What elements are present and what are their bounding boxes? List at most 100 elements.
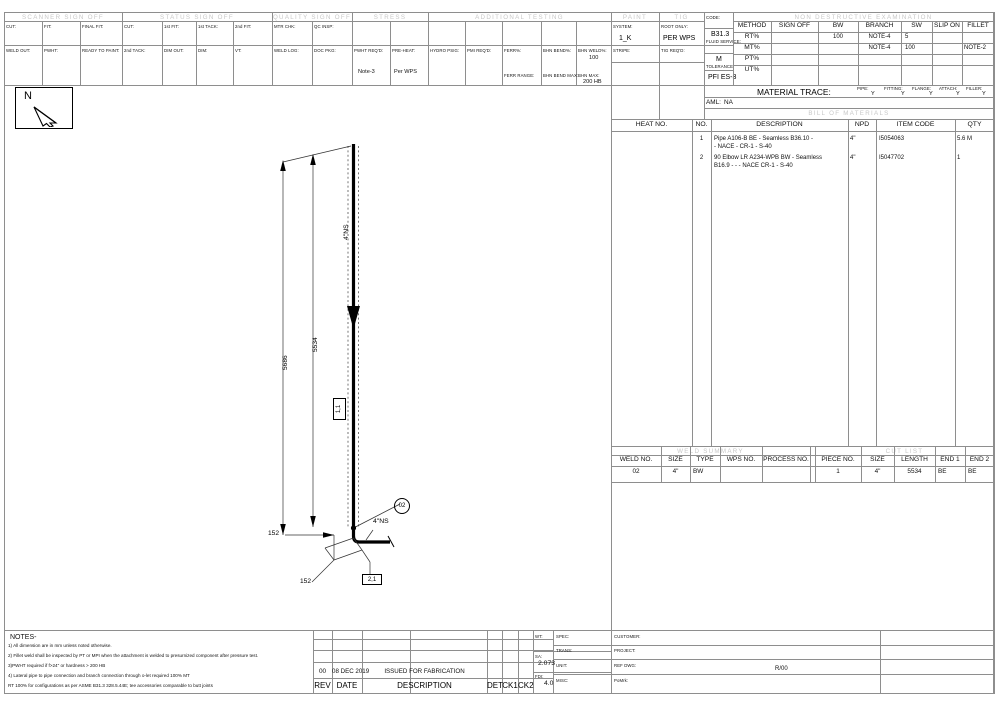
bom-col-qty: QTY	[967, 121, 982, 128]
field-label-pwht: PWHT:	[44, 48, 58, 53]
elbow-tag: 2,1	[362, 574, 382, 585]
field-label-cut-status: CUT:	[124, 24, 134, 29]
mt-value-flange: Y	[929, 91, 933, 97]
cl-col-end1: END 1	[940, 456, 960, 463]
aml-label: AML:	[706, 99, 721, 106]
field-value-pwht-reqd: Note-3	[358, 69, 375, 75]
field-label-stripe: STRIPE:	[613, 48, 631, 53]
field-label-ready-to-paint: READY TO PAINT:	[82, 48, 120, 53]
field-label-root-only: ROOT ONLY:	[661, 24, 688, 29]
rev-col-ck2: CK2	[518, 681, 534, 690]
mt-value-filler: Y	[982, 91, 986, 97]
bom-col-item-code: ITEM CODE	[896, 121, 935, 128]
bom-col-npd: NPD	[854, 121, 870, 128]
ws-col-wps-no: WPS NO.	[726, 456, 756, 463]
note-line-5: RT 100% for configurations as per ASME B…	[8, 683, 213, 688]
cl-cell-length: 5534	[907, 468, 922, 475]
isometric-drawing-area: 5686 5534 4"NS 1,1 152 152 4"NS 2,1 02	[230, 130, 490, 610]
ws-col-process-no: PROCESS NO.	[763, 456, 809, 463]
nde-row-branch-mt: NOTE-4	[868, 45, 891, 51]
field-label-pmi-reqd: PMI REQ'D:	[467, 48, 492, 53]
field-label-1st-fit: 1st FIT:	[164, 24, 179, 29]
field-value-system: 1_K	[619, 35, 632, 42]
dim-cut-length: 5534	[312, 337, 319, 352]
field-label-2nd-tack: 2nd TACK:	[124, 48, 146, 53]
notes-title: NOTES-	[10, 634, 37, 641]
mt-value-fitting: Y	[901, 91, 905, 97]
rev-col-det: DET	[487, 681, 503, 690]
nde-col-signoff: SIGN OFF	[778, 22, 811, 29]
field-label-1st-tack: 1st TACK:	[198, 24, 219, 29]
field-label-cut-scanner: CUT:	[6, 24, 16, 29]
field-label-final-fit: FINAL FIT:	[82, 24, 104, 29]
nde-row-method-pt: PT%	[744, 55, 760, 62]
rev-cell-date: 08 DEC 2019	[332, 668, 370, 675]
piece-tag-box: 1,1	[333, 398, 346, 420]
nde-col-method: METHOD	[737, 22, 767, 29]
field-label-bhn-weld-pct: BHN WELD%:	[578, 48, 607, 53]
bom-cell-description-l2: B16.9 - - - NACE CR-1 - S-40	[714, 163, 793, 169]
cut-list-title: CUT LIST	[885, 448, 924, 455]
mt-label-pipe: PIPE:	[857, 86, 869, 91]
unit-label: UNIT:	[556, 663, 568, 668]
field-value-root-only: PER WPS	[663, 35, 696, 42]
rev-col-ck1: CK1	[502, 681, 518, 690]
bom-cell-item-code: I5054063	[879, 136, 905, 142]
dim-offset-left: 152	[268, 530, 280, 537]
bom-title: BILL OF MATERIALS	[808, 110, 890, 117]
nde-row-branch-rt: NOTE-4	[868, 34, 891, 40]
fdi-value: 4.0	[544, 680, 554, 687]
field-value-pre-heat: Per WPS	[394, 69, 418, 75]
field-label-tig-reqd: TIG REQ'D:	[661, 48, 685, 53]
weld-summary-title: WELD SUMMARY	[677, 448, 744, 455]
ws-cell-size: 4"	[672, 468, 679, 475]
bom-col-description: DESCRIPTION	[756, 121, 803, 128]
bom-cell-description-l1: 90 Elbow LR A234-WPB BW - Seamless	[714, 155, 823, 161]
sa-label: SA:	[535, 654, 543, 659]
section-title-stress: STRESS	[373, 14, 407, 21]
sa-value: 2.073	[538, 660, 556, 667]
note-line-4: 4) Lateral pipe to pipe connection and b…	[8, 673, 190, 678]
nde-row-method-ut: UT%	[744, 66, 760, 73]
pomk-label: PoMrk:	[614, 678, 629, 683]
rev-col-date: DATE	[336, 681, 358, 690]
bom-cell-qty: 1	[957, 155, 961, 161]
mt-label-attach: ATTACH:	[939, 86, 958, 91]
north-letter: N	[24, 90, 32, 102]
mt-label-fitting: FITTING:	[884, 86, 903, 91]
nde-col-branch: BRANCH	[865, 22, 894, 29]
weld-balloon: 02	[394, 498, 410, 514]
aml-value: NA	[724, 99, 733, 106]
customer-label: CUSTOMER:	[614, 634, 641, 639]
field-label-dim: DIM:	[198, 48, 208, 53]
fdi-label: FDI:	[535, 674, 544, 679]
bom-cell-item-code: I5047702	[879, 155, 905, 161]
mt-label-flange: FLANGE:	[912, 86, 932, 91]
bom-cell-npd: 4"	[850, 155, 856, 161]
section-title-tig: TIG	[674, 14, 689, 21]
field-label-hydro-psig: HYDRO PSIG:	[430, 48, 460, 53]
field-label-ferr-pct: FERR%:	[504, 48, 522, 53]
field-label-code: CODE:	[706, 15, 721, 20]
bom-cell-no: 2	[699, 155, 704, 161]
note-line-2: 2) Fillet weld shall be inspected by PT …	[8, 653, 259, 658]
field-label-doc-pkg: DOC PKG:	[314, 48, 336, 53]
bom-cell-qty: 5.6 M	[957, 136, 973, 142]
cl-col-end2: END 2	[969, 456, 990, 463]
field-label-fit: FIT:	[44, 24, 52, 29]
nde-row-method-rt: RT%	[744, 33, 760, 40]
cl-cell-piece-no: 1	[836, 468, 840, 475]
cl-col-piece-no: PIECE NO.	[821, 456, 855, 463]
field-value-tolerance: PFI ES-3	[708, 74, 737, 81]
north-arrow-icon	[33, 106, 58, 127]
ws-cell-type: BW	[693, 468, 704, 475]
bom-col-heat-no: HEAT NO.	[635, 121, 668, 128]
bom-cell-npd: 4"	[850, 136, 856, 142]
trans-label: TRANS:	[556, 648, 573, 653]
rev-cell-description: ISSUED FOR FABRICATION	[384, 668, 465, 675]
piece-tag-label: 1,1	[336, 404, 342, 414]
rev-col-description: DESCRIPTION	[397, 681, 452, 690]
section-title-nde: NON DESTRUCTIVE EXAMINATION	[794, 14, 933, 21]
pipe-size-horizontal: 4"NS	[373, 518, 389, 525]
